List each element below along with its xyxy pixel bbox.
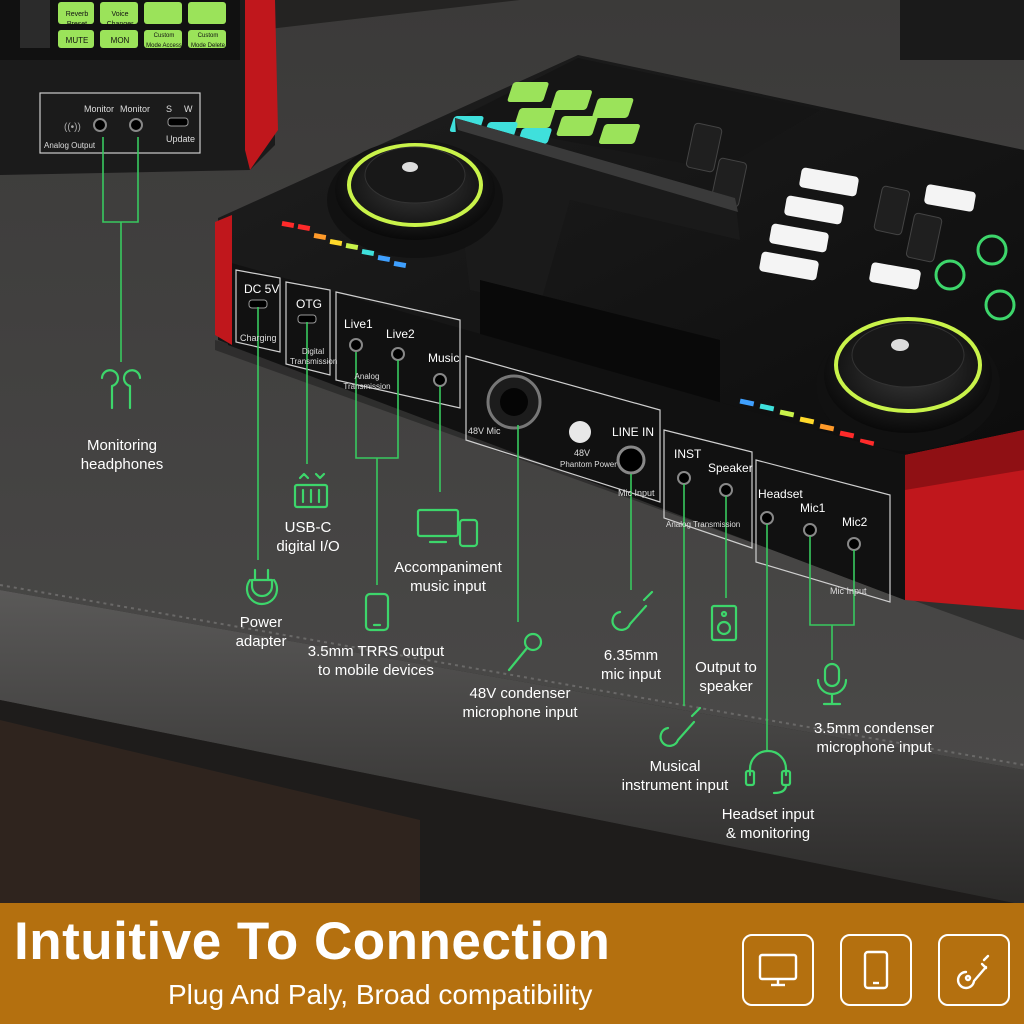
jog-wheel-left — [327, 140, 503, 258]
usb-digital-icon — [293, 472, 329, 509]
second-unit-port-frame — [39, 92, 201, 154]
second-unit-update: Update — [166, 134, 196, 144]
monitor-icon — [742, 934, 814, 1006]
earbuds-icon — [100, 369, 142, 410]
callout-monitoring-headphones: Monitoring headphones — [80, 437, 164, 473]
stand-base — [480, 280, 720, 420]
instrument-guitar-icon — [659, 706, 702, 747]
second-unit-btn-custom-delete: Custom Mode Delete — [190, 33, 226, 49]
callout-635mm-mic: 6.35mm mic input — [600, 647, 662, 683]
port-label-dc5v: DC 5V — [244, 282, 280, 296]
banner-subline: Plug And Paly, Broad compatibility — [168, 979, 593, 1010]
callout-trrs-output: 3.5mm TRRS output to mobile devices — [307, 643, 445, 679]
knob-3 — [984, 289, 1016, 321]
second-unit-s: S — [166, 104, 173, 114]
knob-1 — [934, 259, 966, 291]
callout-35mm-condenser: 3.5mm condenser microphone input — [813, 720, 935, 756]
bottom-banner — [0, 903, 1024, 1024]
monitor-phone-icon — [416, 508, 479, 548]
callout-headset-input: Headset input & monitoring — [721, 806, 815, 842]
second-unit-btn-mon: MON — [110, 36, 130, 45]
phantom-button — [569, 421, 591, 443]
desk-stitching — [0, 584, 1024, 766]
desk-edge — [0, 590, 1024, 905]
drawer — [0, 720, 420, 905]
svg-text:((•)): ((•)) — [64, 122, 81, 133]
port-label-charging: Charging — [240, 333, 277, 343]
port-label-live1: Live1 — [344, 317, 373, 331]
second-unit-btn-voice: Voice Changer — [106, 11, 134, 28]
callout-usb-c: USB-C digital I/O — [276, 519, 340, 555]
port-label-48v-mic: 48V Mic — [468, 426, 501, 436]
second-unit-analog-output: Analog Output — [44, 141, 96, 150]
second-unit-w: W — [184, 104, 193, 114]
port-label-headset: Headset — [758, 487, 803, 501]
smartphone-icon — [364, 592, 390, 632]
power-plug-icon — [245, 568, 279, 606]
callout-power-adapter: Power adapter — [235, 614, 287, 650]
callout-48v-condenser: 48V condenser microphone input — [462, 685, 578, 721]
function-buttons — [759, 167, 976, 290]
port-label-mic-input: Mic Input — [618, 488, 655, 498]
port-label-mic-input-2: Mic Input — [830, 586, 867, 596]
monitor-jack-2 — [129, 118, 143, 132]
shelf — [900, 0, 1024, 60]
condenser-mic-icon — [816, 662, 848, 706]
port-label-analog-transmission-2: Analog Transmission — [666, 520, 741, 529]
callout-accompaniment: Accompaniment music input — [394, 559, 502, 595]
port-label-mic1: Mic1 — [800, 501, 826, 515]
second-unit-monitor-2: Monitor — [120, 104, 151, 114]
port-frames — [235, 269, 891, 603]
device-left-side — [215, 215, 232, 345]
second-unit-buttons — [20, 0, 226, 48]
guitar-icon — [938, 934, 1010, 1006]
headset-icon — [744, 749, 792, 795]
usb-update-port — [167, 117, 189, 127]
port-label-line-in: LINE IN — [612, 425, 655, 439]
monitor-jack-1 — [93, 118, 107, 132]
port-label-analog-transmission: Analog Transmission — [343, 372, 391, 391]
port-label-phantom-power: Phantom Power — [560, 460, 617, 469]
led-meter-left — [281, 220, 407, 268]
port-label-inst: INST — [674, 447, 702, 461]
second-unit-btn-custom-access: Custom Mode Access — [146, 33, 182, 49]
port-label-speaker: Speaker — [708, 461, 753, 475]
second-unit-btn-mute: MUTE — [65, 36, 89, 45]
handheld-mic-icon — [507, 632, 543, 672]
port-label-mic2: Mic2 — [842, 515, 868, 529]
jacks — [248, 299, 861, 551]
second-unit-side — [245, 0, 278, 170]
second-unit-btn-reverb: Reverb Preset — [65, 11, 89, 28]
tablet-icon — [840, 934, 912, 1006]
faders — [685, 122, 943, 263]
jog-wheel-right — [816, 317, 1000, 451]
callout-output-speaker: Output to speaker — [695, 659, 757, 695]
port-label-live2: Live2 — [386, 327, 415, 341]
port-label-digital-transmission: Digital Transmission — [290, 347, 338, 366]
banner-headline: Intuitive To Connection — [14, 912, 611, 971]
speaker-icon — [710, 604, 738, 642]
knob-2 — [976, 234, 1008, 266]
port-label-48v: 48V — [574, 448, 591, 458]
callout-lines — [102, 137, 855, 752]
second-unit-monitor-1: Monitor — [84, 104, 115, 114]
port-label-music: Music — [428, 351, 460, 365]
callout-musical-instrument: Musical instrument input — [621, 758, 729, 794]
led-meter-right — [739, 398, 875, 447]
guitar-icon — [611, 590, 654, 631]
port-label-otg: OTG — [296, 297, 322, 311]
phone-stand — [455, 118, 740, 305]
